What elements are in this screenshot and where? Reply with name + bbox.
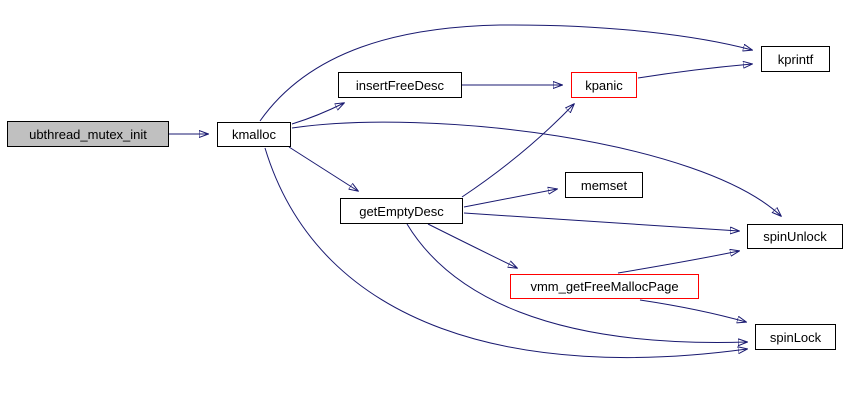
edge-kmalloc-spinUnlock [291, 121, 781, 216]
edge-vmm_getFreeMallocPage-spinUnlock [617, 251, 739, 274]
node-spinLock[interactable]: spinLock [755, 324, 836, 350]
edge-getEmptyDesc-spinLock [406, 223, 747, 342]
edge-kpanic-kprintf [637, 64, 752, 79]
node-memset[interactable]: memset [565, 172, 643, 198]
edge-kmalloc-insertFreeDesc [291, 103, 344, 125]
node-kpanic[interactable]: kpanic [571, 72, 637, 98]
node-vmm_getFreeMallocPage[interactable]: vmm_getFreeMallocPage [510, 274, 699, 299]
node-spinUnlock[interactable]: spinUnlock [747, 224, 843, 249]
edge-getEmptyDesc-spinUnlock [463, 212, 739, 231]
edge-getEmptyDesc-memset [463, 189, 557, 208]
node-ubthread_mutex_init: ubthread_mutex_init [7, 121, 169, 147]
node-insertFreeDesc[interactable]: insertFreeDesc [338, 72, 462, 98]
node-getEmptyDesc[interactable]: getEmptyDesc [340, 198, 463, 224]
edge-kmalloc-spinLock [264, 147, 747, 359]
edge-getEmptyDesc-kpanic [461, 104, 574, 198]
node-kmalloc[interactable]: kmalloc [217, 122, 291, 147]
edge-kmalloc-kprintf [259, 24, 752, 122]
edge-getEmptyDesc-vmm_getFreeMallocPage [427, 223, 517, 268]
node-kprintf[interactable]: kprintf [761, 46, 830, 72]
edge-vmm_getFreeMallocPage-spinLock [639, 299, 746, 322]
edge-kmalloc-getEmptyDesc [288, 146, 358, 191]
